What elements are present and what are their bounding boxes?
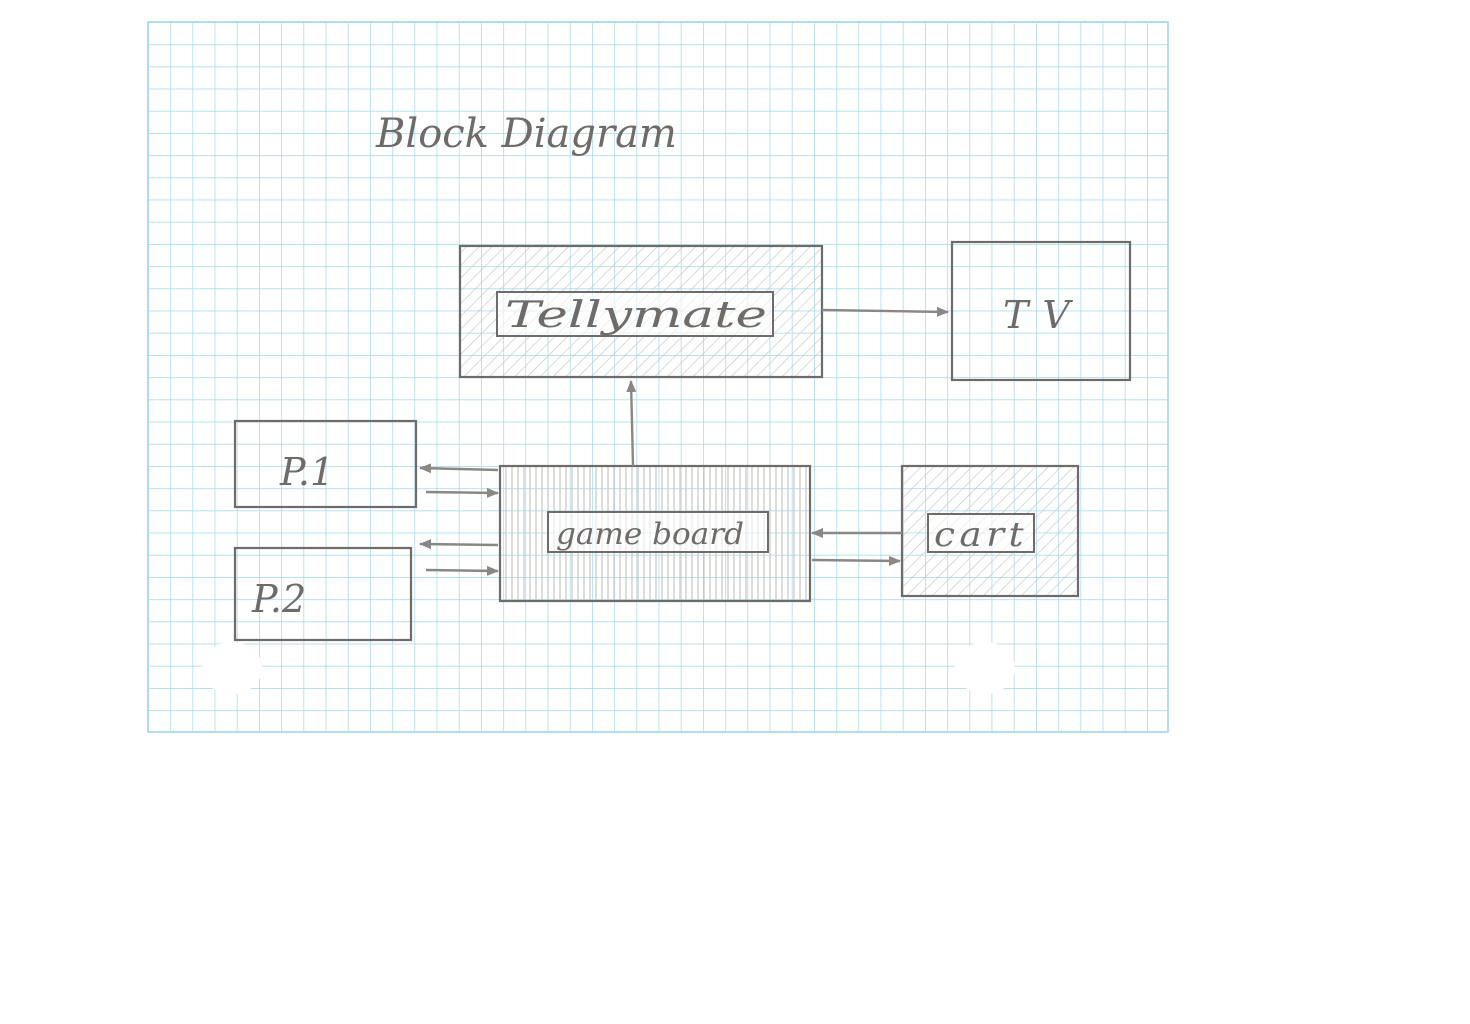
block-p2: P.2: [233, 546, 413, 642]
block-tellymate: Tellymate: [458, 244, 824, 379]
block-gameboard: game board: [498, 464, 812, 603]
punch-hole-right: [955, 642, 1015, 694]
arrow-gameboard-to-p2: [419, 539, 499, 550]
tellymate-inner-box: [496, 291, 774, 337]
connections: [419, 306, 949, 576]
p2-label: P.2: [251, 577, 306, 621]
grid-border: [147, 21, 1169, 733]
diagram-title: Block Diagram: [375, 111, 677, 157]
gameboard-label: game board: [556, 517, 744, 552]
arrow-gameboard-to-tellymate: [626, 380, 637, 467]
cart-inner-box: [927, 513, 1035, 553]
arrow-gameboard-to-cart: [811, 555, 901, 566]
tellymate-label: Tellymate: [505, 295, 767, 336]
arrow-tellymate-to-tv: [821, 306, 949, 317]
cart-label: cart: [934, 515, 1028, 555]
punch-hole-left: [202, 642, 262, 694]
arrow-gameboard-to-p1: [419, 463, 499, 474]
arrow-p2-to-gameboard: [425, 565, 499, 576]
block-cart: cart: [900, 464, 1080, 598]
block-p1: P.1: [233, 419, 418, 509]
tv-label: TV: [1003, 293, 1084, 337]
p1-label: P.1: [279, 450, 334, 494]
arrow-p1-to-gameboard: [425, 487, 499, 498]
gameboard-inner-box: [547, 511, 769, 553]
block-tv: TV: [950, 240, 1132, 382]
